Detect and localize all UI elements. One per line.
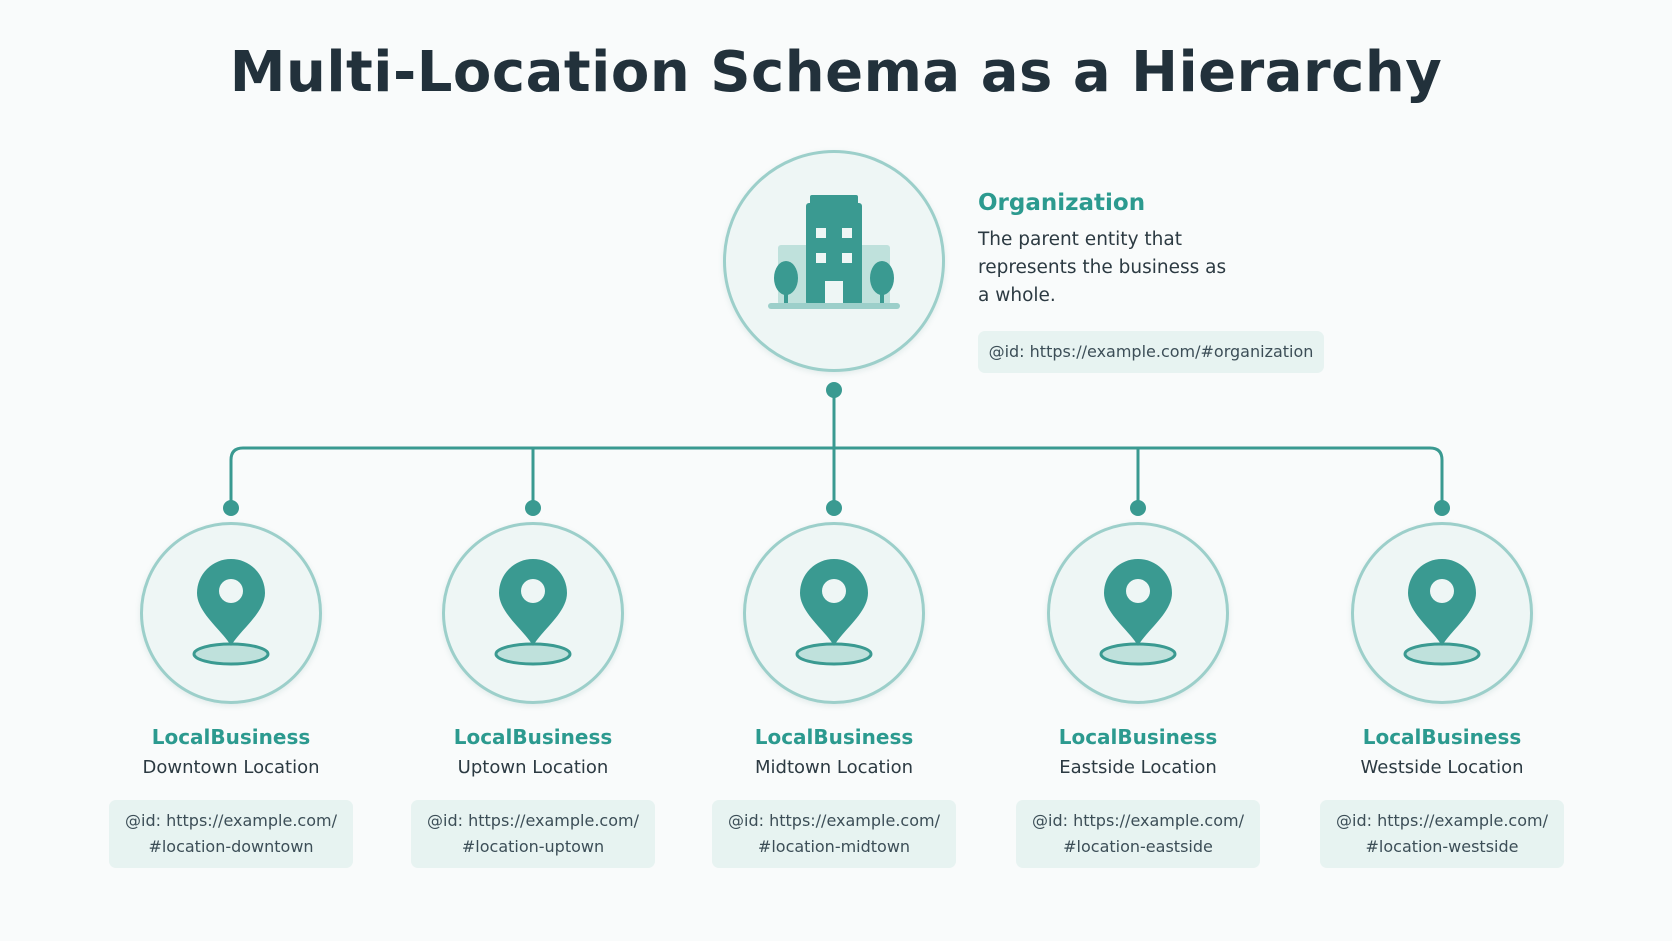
location-circle	[140, 522, 322, 704]
location-type-label: LocalBusiness	[1362, 725, 1522, 749]
location-circle	[1047, 522, 1229, 704]
connector-dot-westside	[1434, 500, 1450, 516]
location-id-anchor: #location-midtown	[757, 837, 911, 856]
location-id-line: @id: https://example.com/	[427, 811, 639, 830]
organization-node	[723, 150, 945, 372]
location-name: Downtown Location	[142, 757, 320, 778]
map-pin-icon	[795, 559, 873, 666]
page-title: Multi-Location Schema as a Hierarchy	[229, 40, 1443, 105]
connector-dot-eastside	[1130, 500, 1146, 516]
connector-dot-downtown	[223, 500, 239, 516]
location-circle	[442, 522, 624, 704]
location-id-anchor: #location-downtown	[148, 837, 314, 856]
location-circle	[1351, 522, 1533, 704]
location-id-box: @id: https://example.com/ #location-upto…	[411, 800, 655, 868]
building-icon	[768, 195, 900, 309]
location-id-box: @id: https://example.com/ #location-east…	[1016, 800, 1260, 868]
location-id-box: @id: https://example.com/ #location-down…	[109, 800, 353, 868]
organization-id-box: @id: https://example.com/#organization	[978, 331, 1324, 373]
location-name: Eastside Location	[1059, 757, 1217, 778]
org-connector-dot	[826, 382, 842, 398]
location-id-anchor: #location-uptown	[461, 837, 605, 856]
location-type-label: LocalBusiness	[1058, 725, 1218, 749]
location-id-box: @id: https://example.com/ #location-midt…	[712, 800, 956, 868]
map-pin-icon	[494, 559, 572, 666]
location-id-anchor: #location-westside	[1365, 837, 1519, 856]
location-id-line: @id: https://example.com/	[728, 811, 940, 830]
organization-info: Organization The parent entity that repr…	[978, 190, 1338, 310]
map-pin-icon	[1099, 559, 1177, 666]
location-id-anchor: #location-eastside	[1063, 837, 1213, 856]
horizontal-branch-line	[229, 446, 1444, 510]
location-circle	[743, 522, 925, 704]
location-type-label: LocalBusiness	[453, 725, 613, 749]
map-pin-icon	[1403, 559, 1481, 666]
organization-description: The parent entity that represents the bu…	[978, 229, 1227, 306]
location-name: Midtown Location	[754, 757, 913, 778]
location-type-label: LocalBusiness	[754, 725, 914, 749]
location-id-box: @id: https://example.com/ #location-west…	[1320, 800, 1564, 868]
connector-dot-uptown	[525, 500, 541, 516]
location-name: Uptown Location	[457, 757, 609, 778]
location-id-line: @id: https://example.com/	[125, 811, 337, 830]
organization-type-label: Organization	[978, 190, 1146, 216]
map-pin-icon	[192, 559, 270, 666]
location-id-line: @id: https://example.com/	[1336, 811, 1548, 830]
location-id-line: @id: https://example.com/	[1032, 811, 1244, 830]
connector-dot-midtown	[826, 500, 842, 516]
location-type-label: LocalBusiness	[151, 725, 311, 749]
location-name: Westside Location	[1360, 757, 1524, 778]
